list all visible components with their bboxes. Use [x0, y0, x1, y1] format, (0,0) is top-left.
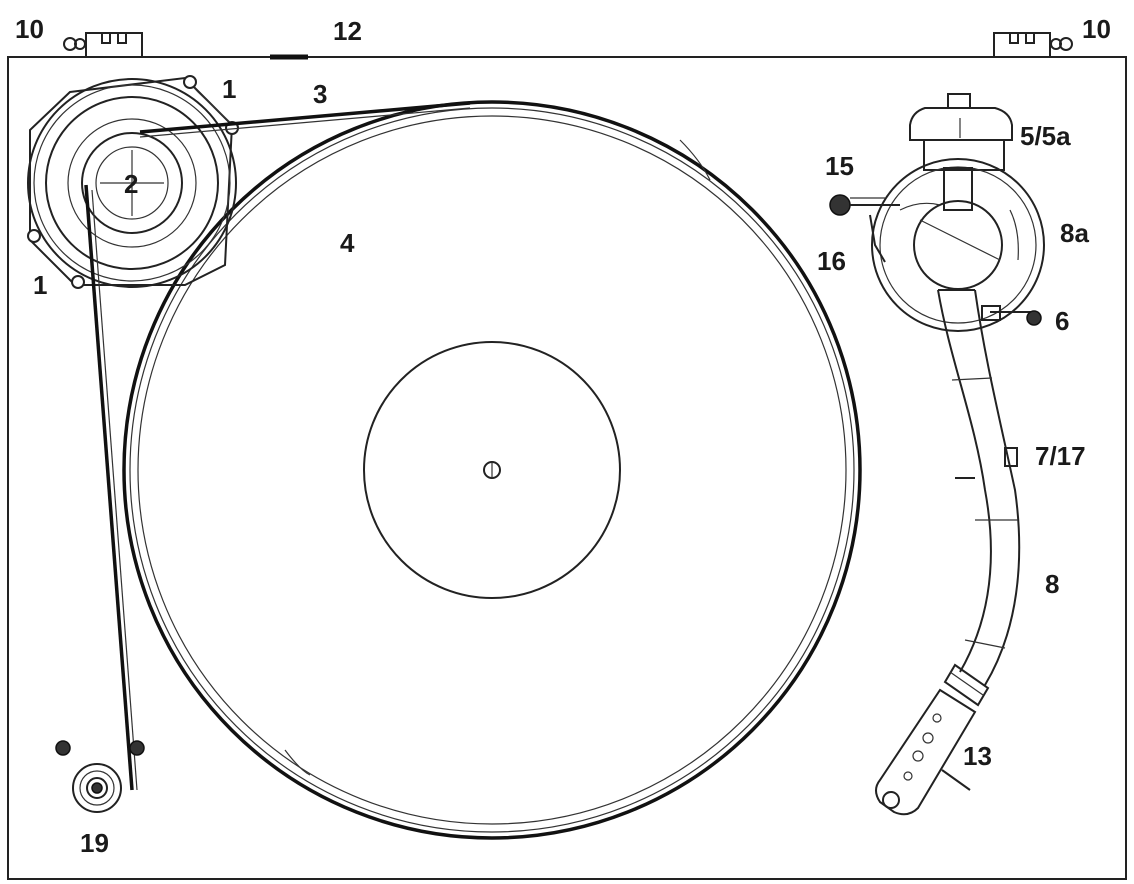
label-drive-belt: 3 [313, 79, 327, 109]
label-tonearm: 8 [1045, 569, 1059, 599]
headshell-icon [875, 688, 977, 816]
anti-skate-weight-icon [829, 194, 900, 216]
tonearm-bearing-icon [871, 158, 1045, 332]
hinge-right-icon [993, 32, 1073, 58]
anti-skate-holder-icon [869, 214, 886, 263]
label-rear-item: 12 [333, 16, 362, 46]
label-anti-skate-weight: 15 [825, 151, 854, 181]
label-arm-rest: 6 [1055, 306, 1069, 336]
platter-icon [122, 100, 862, 840]
label-hinge-left: 10 [15, 14, 44, 44]
label-counterweight: 5/5a [1020, 121, 1071, 151]
tonearm-icon [937, 289, 1021, 707]
label-motor-mount-bottom: 1 [33, 270, 47, 300]
label-anti-skate-holder: 16 [817, 246, 846, 276]
counterweight-icon [909, 93, 1013, 171]
hinge-left-icon [63, 32, 143, 58]
plinth-outline [7, 56, 1127, 880]
arm-lift-icon [955, 447, 1018, 479]
motor-pulley-icon [27, 78, 237, 288]
label-headshell: 13 [963, 741, 992, 771]
label-motor-mount-top: 1 [222, 74, 236, 104]
label-tonearm-bearing: 8a [1060, 218, 1089, 248]
label-arm-lift: 7/17 [1035, 441, 1086, 471]
drive-belt-icon [84, 101, 471, 791]
label-hinge-right: 10 [1082, 14, 1111, 44]
label-motor-pulley: 2 [124, 169, 138, 199]
label-platter: 4 [340, 228, 355, 258]
arm-rest-icon [981, 305, 1042, 326]
label-rca-connector: 19 [80, 828, 109, 858]
rca-connector-icon [55, 740, 145, 813]
